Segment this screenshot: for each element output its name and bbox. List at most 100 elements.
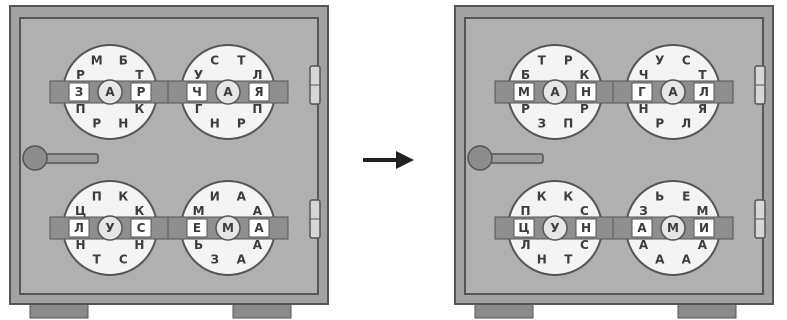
dial-ring-letter: К (118, 190, 128, 204)
dial-ring-letter: Т (698, 68, 707, 82)
handle-knob (467, 145, 493, 171)
dial-bar-letter: Н (581, 221, 591, 235)
dial-ring-letter: А (237, 252, 247, 266)
dial-ring-letter: З (639, 204, 648, 218)
dial-bar-letter: Г (638, 85, 646, 99)
dial-ring-letter: П (563, 116, 573, 130)
dial-hub (97, 215, 123, 241)
dial-ring-letter: Н (118, 116, 128, 130)
dial-center-letter: А (223, 85, 233, 99)
dial-center-letter: А (550, 85, 560, 99)
dial-ring-letter: А (655, 252, 665, 266)
dial-ring-letter: Л (252, 68, 262, 82)
dial-bar-letter: Р (137, 85, 146, 99)
dial-ring-letter: И (210, 190, 220, 204)
dial-ring-letter: С (210, 54, 219, 68)
dial-ring-letter: А (682, 252, 692, 266)
dial-ring-letter: Р (76, 68, 85, 82)
dial-bar-letter: М (518, 85, 530, 99)
dial-ring-letter: П (92, 190, 102, 204)
dial-ring-letter: Н (134, 238, 144, 252)
dial-hub (660, 215, 686, 241)
dial-bar-letter: И (699, 221, 709, 235)
dial-bar-letter: Ч (192, 85, 202, 99)
dial-ring-letter: Ь (655, 190, 664, 204)
dial-ring-letter: Т (135, 68, 144, 82)
dial-cell (130, 82, 152, 102)
dial-center-letter: М (667, 221, 679, 235)
dial-ring-letter: Т (237, 54, 246, 68)
dial-ring-letter: Р (564, 54, 573, 68)
dial-bar-letter: Л (699, 85, 709, 99)
dial-ring-letter: Н (76, 238, 86, 252)
dial-ring-letter: Ч (639, 68, 649, 82)
dial-cell (130, 218, 152, 238)
dial-cell (631, 218, 653, 238)
dial-center-letter: М (222, 221, 234, 235)
dial-ring-letter: К (135, 204, 145, 218)
dial-center-letter: У (105, 221, 114, 235)
dial-ring-letter: С (119, 252, 128, 266)
dial-ring-letter: Е (682, 190, 690, 204)
arrow-head (396, 151, 414, 169)
dial-ring-letter: А (237, 190, 247, 204)
dial-hub (660, 79, 686, 105)
dial-cell (248, 218, 270, 238)
dial-bar-letter: З (75, 85, 84, 99)
dial-cell (68, 218, 90, 238)
dial-bar-letter: Н (581, 85, 591, 99)
dial-ring-letter: Р (521, 102, 530, 116)
dial-cell (186, 218, 208, 238)
dial-cell (248, 82, 270, 102)
dial-hub (542, 79, 568, 105)
dial-bar-letter: А (637, 221, 647, 235)
dial-ring-letter: Л (521, 238, 531, 252)
dial-ring-letter: Г (195, 102, 203, 116)
dial-ring-letter: С (580, 204, 589, 218)
dial-ring-letter: К (135, 102, 145, 116)
handle-knob (22, 145, 48, 171)
dial-ring-letter: Ц (75, 204, 86, 218)
dial-ring-letter: Р (655, 116, 664, 130)
dial-ring-letter: Б (119, 54, 128, 68)
dial-ring-letter: Т (538, 54, 547, 68)
dial-cell (513, 218, 535, 238)
dial-ring-letter: А (253, 238, 263, 252)
dial-cell (693, 218, 715, 238)
dial-cell (68, 82, 90, 102)
dial-bar-letter: А (254, 221, 264, 235)
dial-cell (693, 82, 715, 102)
dial-hub (215, 79, 241, 105)
dial-ring-letter: Р (237, 116, 246, 130)
dial-bar-letter: Л (74, 221, 84, 235)
dial-hub (215, 215, 241, 241)
dial-ring-letter: С (682, 54, 691, 68)
dial-ring-letter: А (639, 238, 649, 252)
dial-bar-letter: С (137, 221, 146, 235)
dial-ring-letter: М (91, 54, 103, 68)
dial-ring-letter: П (252, 102, 262, 116)
dial-cell (631, 82, 653, 102)
dial-ring-letter: Ь (194, 238, 203, 252)
dial-ring-letter: П (76, 102, 86, 116)
dial-cell (186, 82, 208, 102)
dial-ring-letter: Н (639, 102, 649, 116)
dial-ring-letter: М (193, 204, 205, 218)
dial-ring-letter: У (194, 68, 203, 82)
dial-ring-letter: Т (93, 252, 102, 266)
dial-ring-letter: К (580, 68, 590, 82)
dial-ring-letter: А (698, 238, 708, 252)
dial-ring-letter: М (696, 204, 708, 218)
dial-ring-letter: К (563, 190, 573, 204)
dial-ring-letter: П (521, 204, 531, 218)
dial-bar-letter: Ц (518, 221, 529, 235)
dial-ring-letter: З (537, 116, 546, 130)
dial-cell (575, 218, 597, 238)
